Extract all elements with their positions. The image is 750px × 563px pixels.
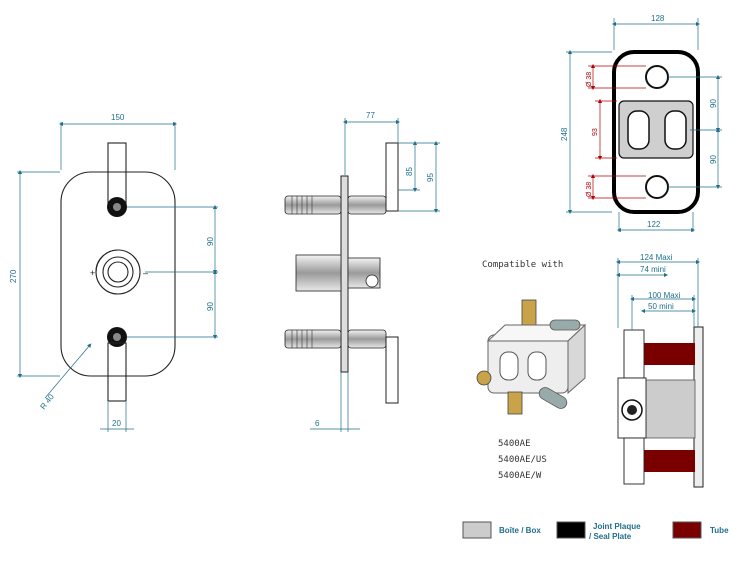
plate-hole-bottom-dia: Ø 38	[586, 182, 593, 197]
legend-label-tube: Tube	[710, 526, 729, 535]
plate-view: 128 248 Ø 38 Ø 38 93 90 90 122	[560, 14, 722, 233]
compat-model-2: 5400AE/US	[498, 455, 547, 465]
tube-top	[643, 343, 695, 365]
compat-title: Compatible with	[482, 260, 563, 270]
plate-hole-bottom	[645, 175, 669, 199]
box-body	[642, 379, 696, 439]
plate-spacing-top: 90	[709, 99, 718, 108]
box-dim1-min: 74 mini	[640, 265, 666, 274]
legend-label-seal-2: / Seal Plate	[589, 532, 632, 541]
side-bottom-rod	[284, 329, 342, 349]
front-view: + – 150 270 90 90 R 40 20	[9, 113, 218, 432]
box-section-view: 124 Maxi 74 mini 100 Maxi 50 mini	[615, 253, 704, 488]
side-handle-h2: 95	[426, 173, 435, 182]
side-handle-h1: 85	[405, 167, 414, 176]
plate-hole-top-dia: Ø 38	[586, 72, 593, 87]
compat-model-3: 5400AE/W	[498, 471, 542, 481]
compat-section: Compatible with 5400AE 5400AE/US 5400AE/…	[476, 260, 587, 481]
side-top-rod	[284, 195, 342, 215]
side-bottom-handle	[385, 336, 399, 404]
svg-text:+: +	[90, 268, 95, 278]
box-dim2-min: 50 mini	[648, 302, 674, 311]
legend-label-box: Boîte / Box	[499, 526, 541, 535]
valve-box-illustration	[476, 299, 587, 415]
legend-swatch-box	[462, 521, 492, 539]
side-cartridge	[295, 254, 342, 292]
plate-bottom-width: 122	[647, 220, 661, 229]
side-depth-label: 77	[366, 111, 375, 120]
box-dim1-max: 124 Maxi	[640, 253, 673, 262]
box-dim2-max: 100 Maxi	[648, 291, 681, 300]
top-handle	[107, 142, 127, 206]
legend-swatch-seal	[556, 521, 586, 539]
side-top-handle	[385, 142, 399, 212]
bottom-handle	[107, 342, 127, 402]
front-width-label: 150	[111, 113, 125, 122]
front-spacing-bottom: 90	[206, 302, 215, 311]
front-spacing-top: 90	[206, 237, 215, 246]
legend-label-seal: Joint Plaque	[593, 522, 641, 531]
plate-height: 248	[560, 127, 569, 141]
dial-inner	[102, 256, 134, 288]
tube-bottom	[643, 450, 695, 472]
plate-hole-top	[645, 65, 669, 89]
side-thickness: 6	[315, 419, 320, 428]
side-view: 77 85 95 6	[284, 111, 440, 432]
front-plate-outline	[60, 171, 176, 377]
legend: Boîte / Box Joint Plaque / Seal Plate Tu…	[462, 521, 729, 541]
front-radius-label: R 40	[38, 392, 56, 411]
side-plate	[340, 175, 349, 373]
plate-spacing-bottom: 90	[709, 155, 718, 164]
front-height-label: 270	[9, 269, 18, 283]
front-handle-width: 20	[112, 419, 121, 428]
legend-swatch-tube	[672, 521, 702, 539]
compat-model-1: 5400AE	[498, 439, 531, 449]
svg-text:–: –	[143, 268, 148, 278]
plate-center-height: 93	[592, 128, 599, 136]
plate-top-width: 128	[651, 14, 665, 23]
